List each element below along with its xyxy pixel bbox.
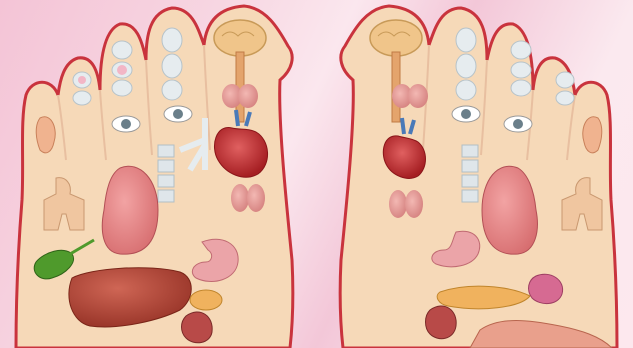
left-lung-icon <box>102 166 158 254</box>
left-kidney-icon <box>182 312 213 343</box>
left-foot <box>16 6 293 348</box>
left-ear-icon <box>36 117 55 153</box>
right-spleen-icon <box>529 274 563 303</box>
right-foot <box>340 6 617 348</box>
left-pancreas-icon <box>190 290 222 310</box>
right-kidney-icon <box>426 306 457 339</box>
right-ear-icon <box>583 117 602 153</box>
